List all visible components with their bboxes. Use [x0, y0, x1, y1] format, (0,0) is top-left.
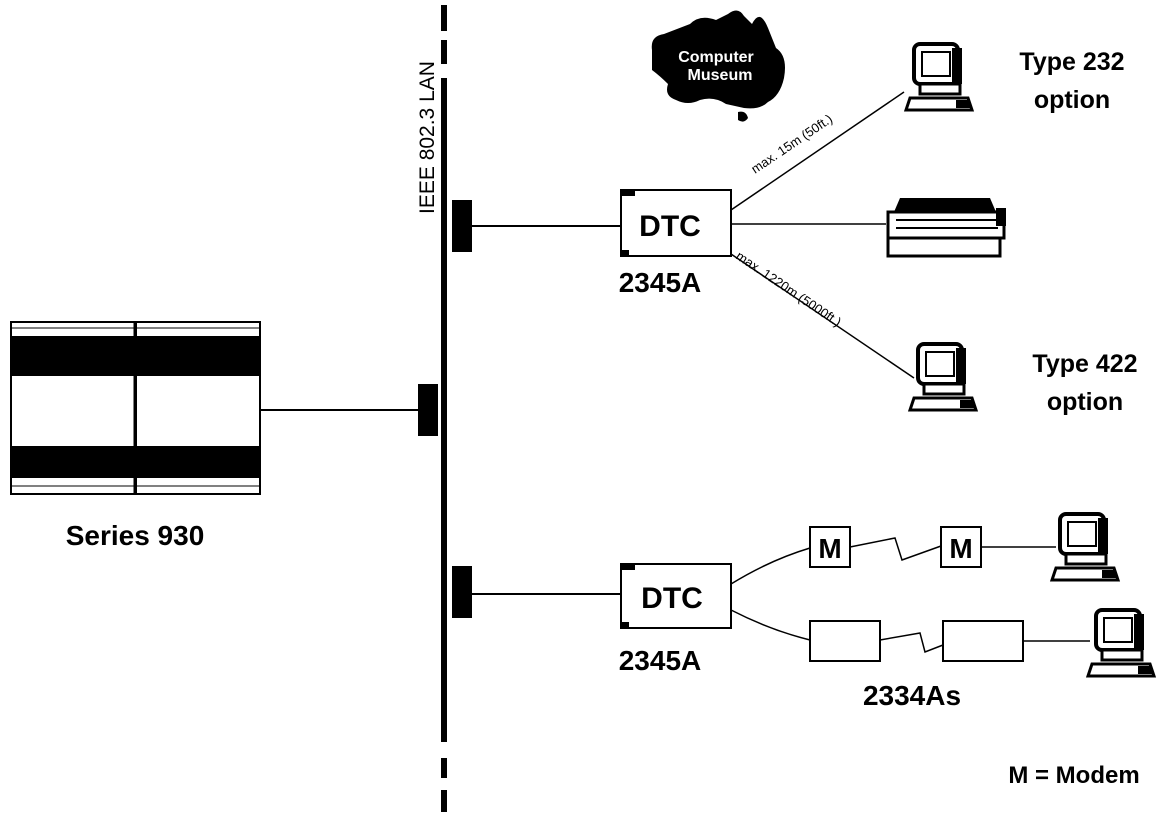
type422-line1: Type 422	[1032, 350, 1137, 378]
logo-line1: Computer	[678, 49, 754, 66]
lan-backbone	[441, 5, 447, 812]
link-dtc-modem	[730, 547, 811, 585]
link-rs232	[730, 91, 905, 211]
modem-right-box	[940, 526, 982, 568]
terminal-modem	[1050, 512, 1120, 582]
line-driver-link	[879, 632, 944, 654]
dtc-bottom-label: DTC	[641, 582, 703, 615]
logo-line2: Museum	[688, 67, 753, 84]
modem-left-box	[809, 526, 851, 568]
link-rs422	[730, 253, 915, 379]
series-930-host	[10, 321, 261, 495]
lan-tap-top	[452, 200, 472, 252]
modem-left-label: M	[818, 533, 841, 564]
terminal-232	[904, 42, 974, 112]
modem-right-label: M	[949, 533, 972, 564]
link-rs232-label: max. 15m (50ft.)	[748, 111, 835, 176]
printer-icon	[886, 198, 1006, 258]
type232-line2: option	[1034, 86, 1110, 114]
line-driver-right-box	[942, 620, 1024, 662]
modem-phone-line	[849, 537, 942, 561]
computer-museum-logo: Computer Museum	[651, 10, 785, 122]
lan-tap-bottom	[452, 566, 472, 618]
line-driver-label: 2334As	[863, 680, 961, 711]
dtc-bottom-box	[620, 563, 732, 629]
dtc-bottom-model: 2345A	[619, 645, 702, 676]
line-driver-left-box	[809, 620, 881, 662]
terminal-422	[908, 342, 978, 412]
dtc-top-label: DTC	[639, 210, 701, 243]
host-label: Series 930	[66, 520, 205, 551]
link-dtc-line-driver	[730, 609, 811, 641]
lan-tap-host	[418, 384, 438, 436]
link-rs422-label: max. 1220m (5000ft.)	[733, 248, 844, 330]
type422-line2: option	[1047, 388, 1123, 416]
lan-label: IEEE 802.3 LAN	[416, 61, 439, 214]
type232-line1: Type 232	[1019, 48, 1124, 76]
terminal-line-driver	[1086, 608, 1156, 678]
modem-legend: M = Modem	[1008, 762, 1139, 789]
dtc-top-box	[620, 189, 732, 257]
dtc-top-model: 2345A	[619, 267, 702, 298]
